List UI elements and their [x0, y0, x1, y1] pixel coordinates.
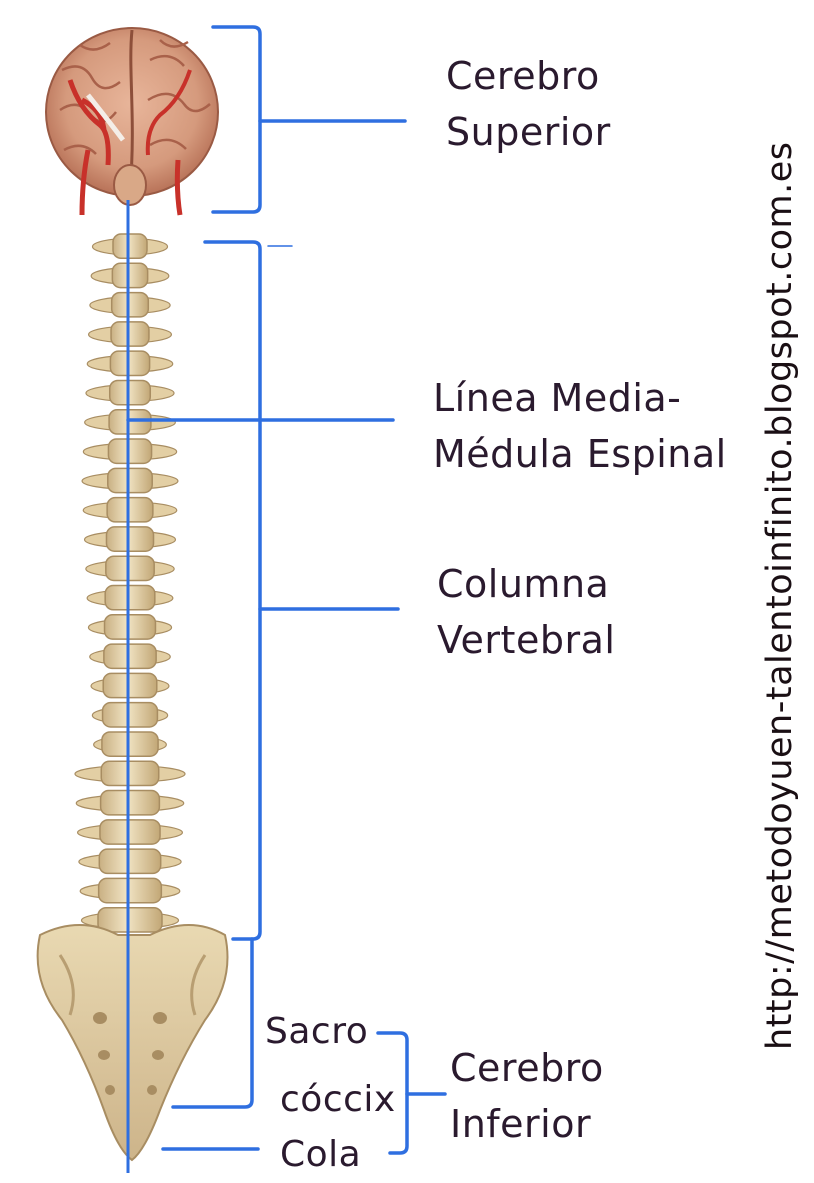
vertebra — [90, 262, 170, 289]
label-cerebro-inferior-line1: Cerebro — [450, 1046, 604, 1090]
vertebra — [91, 233, 169, 260]
label-cerebro-superior: Cerebro Superior — [446, 48, 611, 160]
label-cerebro-inferior: Cerebro Inferior — [450, 1040, 604, 1152]
label-linea-media: Línea Media- Médula Espinal — [433, 370, 727, 482]
vertebra — [93, 731, 167, 757]
vertebra — [87, 614, 173, 640]
source-url: http://metodoyuen-talentoinfinito.blogsp… — [760, 141, 800, 1050]
vertebra — [85, 379, 175, 406]
vertebra — [84, 409, 176, 435]
label-linea-media-line2: Médula Espinal — [433, 432, 727, 476]
bracket-cerebro-superior — [211, 25, 407, 214]
vertebra — [83, 526, 177, 552]
label-cola: Cola — [280, 1134, 362, 1175]
bracket-sacro-coccix — [161, 937, 260, 1151]
vertebra — [90, 672, 170, 699]
label-cerebro-superior-line2: Superior — [446, 110, 611, 154]
label-coccix: cóccix — [280, 1079, 396, 1120]
vertebra — [85, 555, 175, 582]
label-cerebro-inferior-line2: Inferior — [450, 1102, 592, 1146]
vertebra — [91, 701, 169, 728]
label-cerebro-superior-line1: Cerebro — [446, 54, 600, 98]
vertebra — [87, 321, 173, 347]
vertebra — [74, 760, 186, 787]
vertebra — [86, 584, 174, 611]
label-columna-vertebral-line2: Vertebral — [437, 618, 616, 662]
vertebra — [86, 350, 174, 377]
vertebra — [89, 291, 171, 318]
vertebra — [80, 906, 180, 933]
brain-illustration — [45, 27, 219, 216]
vertebra — [82, 496, 178, 523]
vertebra — [82, 438, 178, 465]
sacrum-illustration — [36, 924, 229, 1162]
label-sacro: Sacro — [265, 1011, 369, 1052]
vertebra — [81, 467, 179, 494]
bracket-columna-vertebral — [126, 240, 400, 941]
vertebra — [78, 848, 182, 875]
vertebra — [75, 789, 185, 816]
spine-illustration — [74, 233, 186, 933]
label-columna-vertebral: Columna Vertebral — [437, 556, 615, 668]
vertebra — [79, 877, 181, 904]
vertebra — [89, 643, 171, 670]
label-columna-vertebral-line1: Columna — [437, 562, 610, 606]
vertebra — [76, 819, 184, 845]
bracket-cerebro-inferior — [376, 1031, 447, 1155]
label-linea-media-line1: Línea Media- — [433, 376, 682, 420]
